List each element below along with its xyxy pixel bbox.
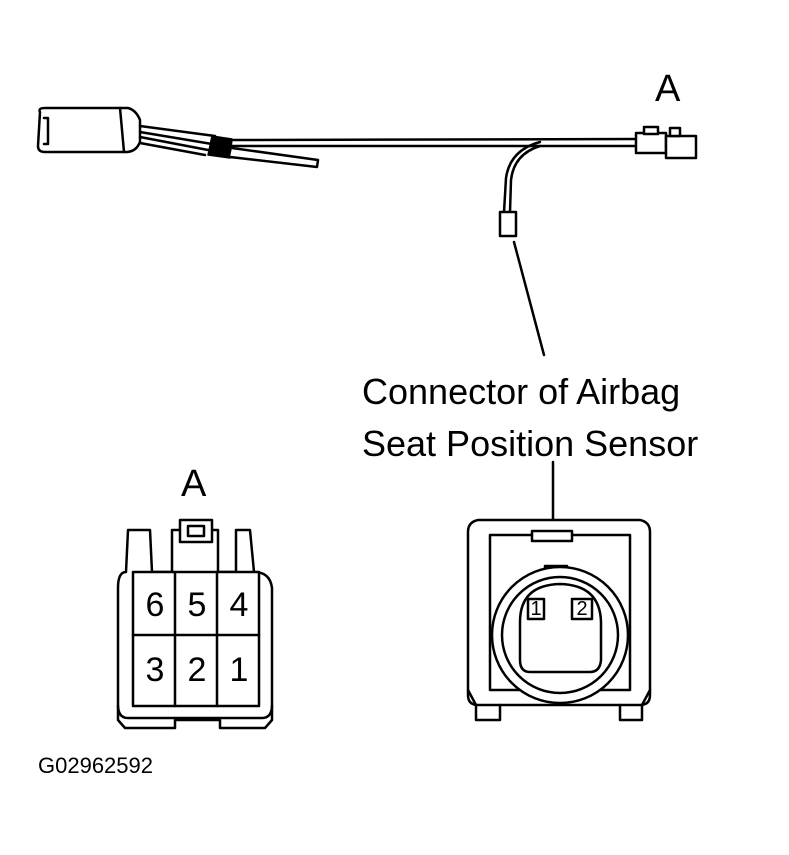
pin-label: 6 — [145, 586, 165, 624]
seat-belt-buckle — [36, 106, 142, 154]
pin-label: 1 — [229, 651, 249, 689]
pin-label: 3 — [145, 651, 165, 689]
pin-label: 4 — [229, 586, 249, 624]
connector-a-label-top: A — [655, 68, 681, 110]
connector-a-label-bottom: A — [181, 463, 207, 505]
sensor-connector-callout: Connector of Airbag Seat Position Sensor — [362, 366, 698, 470]
callout-line-1: Connector of Airbag — [362, 371, 681, 412]
figure-id: G02962592 — [38, 753, 153, 778]
sensor-connector-face — [466, 518, 652, 722]
sensor-branch-wire — [498, 140, 542, 238]
connector-a-face — [116, 518, 274, 730]
pin-label: 2 — [187, 651, 207, 689]
callout-line-2: Seat Position Sensor — [362, 423, 699, 464]
pin-label: 5 — [187, 586, 207, 624]
connector-a-plug — [634, 125, 698, 160]
sensor-pin-label: 2 — [576, 598, 588, 620]
buckle-wires — [138, 124, 638, 169]
leader-line-upper — [512, 240, 546, 357]
sensor-pin-label: 1 — [530, 598, 542, 620]
